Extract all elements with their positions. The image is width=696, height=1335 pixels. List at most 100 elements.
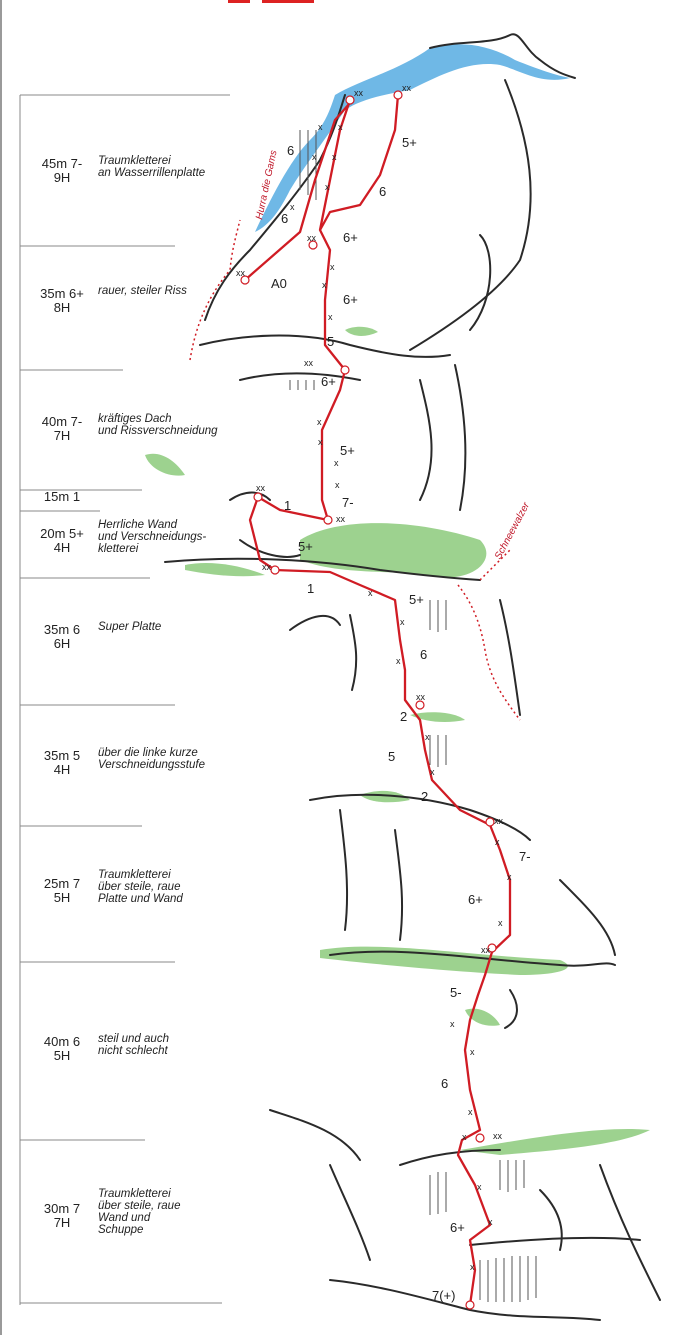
route-grade-label: 7- (342, 495, 354, 510)
page-border (0, 0, 2, 1335)
route-grade-label: 6+ (450, 1220, 465, 1235)
bolt-mark: x (400, 617, 405, 627)
pitch-bolt-count: 5H (54, 1048, 71, 1063)
pitch-description: über die linke kurze (98, 747, 198, 759)
bolt-mark: x (328, 312, 333, 322)
route-grade-label: 6 (379, 184, 386, 199)
pitch-description: über steile, raue (98, 881, 180, 893)
pitch-description: Schuppe (98, 1224, 143, 1236)
route-grade-label: 7(+) (432, 1288, 455, 1303)
pitch-bolt-count: 7H (54, 1215, 71, 1230)
pitch-description: Verschneidungsstufe (98, 759, 205, 771)
route-grade-label: 6+ (343, 230, 358, 245)
bolt-mark: x (488, 1217, 493, 1227)
anchor-mark: xx (402, 83, 412, 93)
anchor-mark: xx (481, 945, 491, 955)
bolt-mark: x (470, 1047, 475, 1057)
anchor-mark: xx (307, 233, 317, 243)
pitch-length-grade: 20m 5+ (40, 526, 84, 541)
bolt-mark: x (470, 1262, 475, 1272)
bolt-mark: x (396, 656, 401, 666)
bolt-mark: x (430, 767, 435, 777)
pitch-description: Platte und Wand (98, 893, 183, 905)
bolt-mark: x (290, 202, 295, 212)
pitch-bolt-count: 6H (54, 636, 71, 651)
route-grade-label: 5 (327, 334, 334, 349)
water-streak (255, 44, 570, 232)
route-grade-label: 2 (400, 709, 407, 724)
bolt-mark: x (318, 437, 323, 447)
pitch-bolt-count: 4H (54, 540, 71, 555)
route-grade-label: 5+ (340, 443, 355, 458)
pitch-description: Traumkletterei (98, 869, 171, 881)
bolt-mark: x (425, 732, 430, 742)
pitch-description: Wand und (98, 1212, 151, 1224)
pitch-description: rauer, steiler Riss (98, 285, 187, 297)
bolt-mark: x (450, 1019, 455, 1029)
bolt-mark: x (498, 918, 503, 928)
pitch-table-lines (19, 94, 230, 1305)
route-grade-label: 6 (420, 647, 427, 662)
pitch-description: nicht schlecht (98, 1045, 168, 1057)
pitch-description: kräftiges Dach (98, 413, 172, 425)
bolt-mark: x (318, 122, 323, 132)
main-route-line (248, 99, 512, 1306)
anchor-mark: xx (256, 483, 266, 493)
route-grade-label: 6+ (343, 292, 358, 307)
bolt-mark: x (468, 1107, 473, 1117)
upper-route-branch (244, 94, 400, 281)
pitch-description: Herrliche Wand (98, 519, 178, 531)
pitch-bolt-count: 4H (54, 762, 71, 777)
route-grade-label: 5+ (402, 135, 417, 150)
pitch-description: Traumkletterei (98, 155, 171, 167)
variant-right-route (457, 549, 521, 721)
bolt-mark: x (317, 417, 322, 427)
route-grade-label: 6 (287, 143, 294, 158)
pitch-length-grade: 25m 7 (44, 876, 80, 891)
bolt-mark: x (477, 1182, 482, 1192)
top-mark (262, 0, 314, 3)
bolt-mark: x (334, 458, 339, 468)
rock-hatching (289, 130, 537, 1302)
pitch-length-grade: 35m 6+ (40, 286, 84, 301)
top-mark (228, 0, 250, 3)
anchor-mark: xx (493, 1131, 503, 1141)
bolt-mark: x (322, 280, 327, 290)
route-grade-label: 5+ (298, 539, 313, 554)
bolt-mark: x (368, 588, 373, 598)
pitch-description: kletterei (98, 543, 139, 555)
bolt-mark: x (495, 837, 500, 847)
anchor-mark: xx (494, 816, 504, 826)
anchor-mark: xx (354, 88, 364, 98)
variant-right-label: Schneewalzer (493, 500, 533, 561)
rock-outlines (164, 33, 661, 1321)
bolt-mark: x (330, 262, 335, 272)
pitch-bolt-count: 5H (54, 890, 71, 905)
anchor-mark: xx (236, 268, 246, 278)
pitch-length-grade: 15m 1 (44, 489, 80, 504)
anchor-mark: xx (336, 514, 346, 524)
route-grade-label: 2 (421, 789, 428, 804)
route-grade-label: 5+ (409, 592, 424, 607)
pitch-description: steil und auch (98, 1033, 169, 1045)
route-grade-label: 6 (281, 211, 288, 226)
route-grade-label: 6 (441, 1076, 448, 1091)
bolt-mark: x (312, 152, 317, 162)
bolt-mark: x (335, 480, 340, 490)
route-grade-label: 6+ (321, 374, 336, 389)
pitch-bolt-count: 7H (54, 428, 71, 443)
route-grade-label: 1 (307, 581, 314, 596)
route-grade-label: 7- (519, 849, 531, 864)
pitch-bolt-count: 8H (54, 300, 71, 315)
pitch-description: und Rissverschneidung (98, 425, 218, 437)
route-grade-label: 5- (450, 985, 462, 1000)
pitch-description: an Wasserrillenplatte (98, 167, 205, 179)
pitch-length-grade: 40m 7- (42, 414, 82, 429)
bolt-mark: x (462, 1132, 467, 1142)
anchor-mark: xx (416, 692, 426, 702)
route-grade-label: 6+ (468, 892, 483, 907)
